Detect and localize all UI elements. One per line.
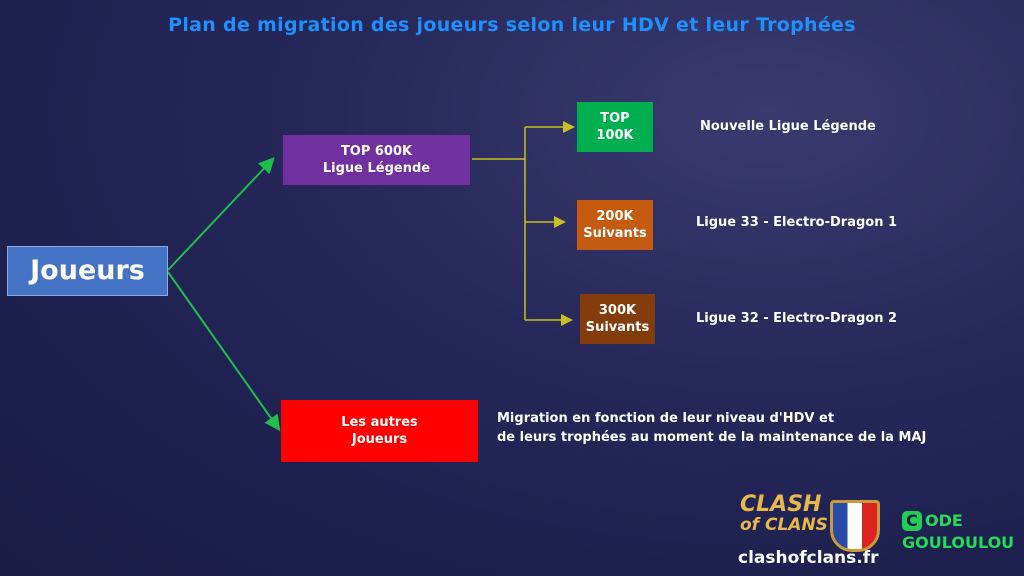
- arrow-to-top600: [167, 157, 275, 271]
- 300k-box: 300K Suivants: [580, 294, 655, 344]
- others-desc-2: de leurs trophées au moment de la mainte…: [497, 430, 927, 445]
- joueurs-box: Joueurs: [7, 246, 168, 296]
- arrow-to-others: [167, 271, 281, 432]
- label-300k: Ligue 32 - Electro-Dragon 2: [696, 311, 898, 326]
- french-shield-icon: [830, 500, 880, 552]
- others-box: Les autres Joueurs: [281, 400, 478, 462]
- code-c-icon: C: [902, 511, 922, 531]
- top600-box: TOP 600K Ligue Légende: [283, 135, 470, 185]
- page-title: Plan de migration des joueurs selon leur…: [168, 14, 856, 36]
- 200k-box: 200K Suivants: [577, 200, 653, 250]
- site-name: clashofclans.fr: [738, 548, 879, 568]
- top100-box: TOP 100K: [577, 102, 653, 152]
- others-desc-1: Migration en fonction de leur niveau d'H…: [497, 411, 835, 426]
- label-top100: Nouvelle Ligue Légende: [700, 119, 876, 134]
- label-200k: Ligue 33 - Electro-Dragon 1: [696, 215, 898, 230]
